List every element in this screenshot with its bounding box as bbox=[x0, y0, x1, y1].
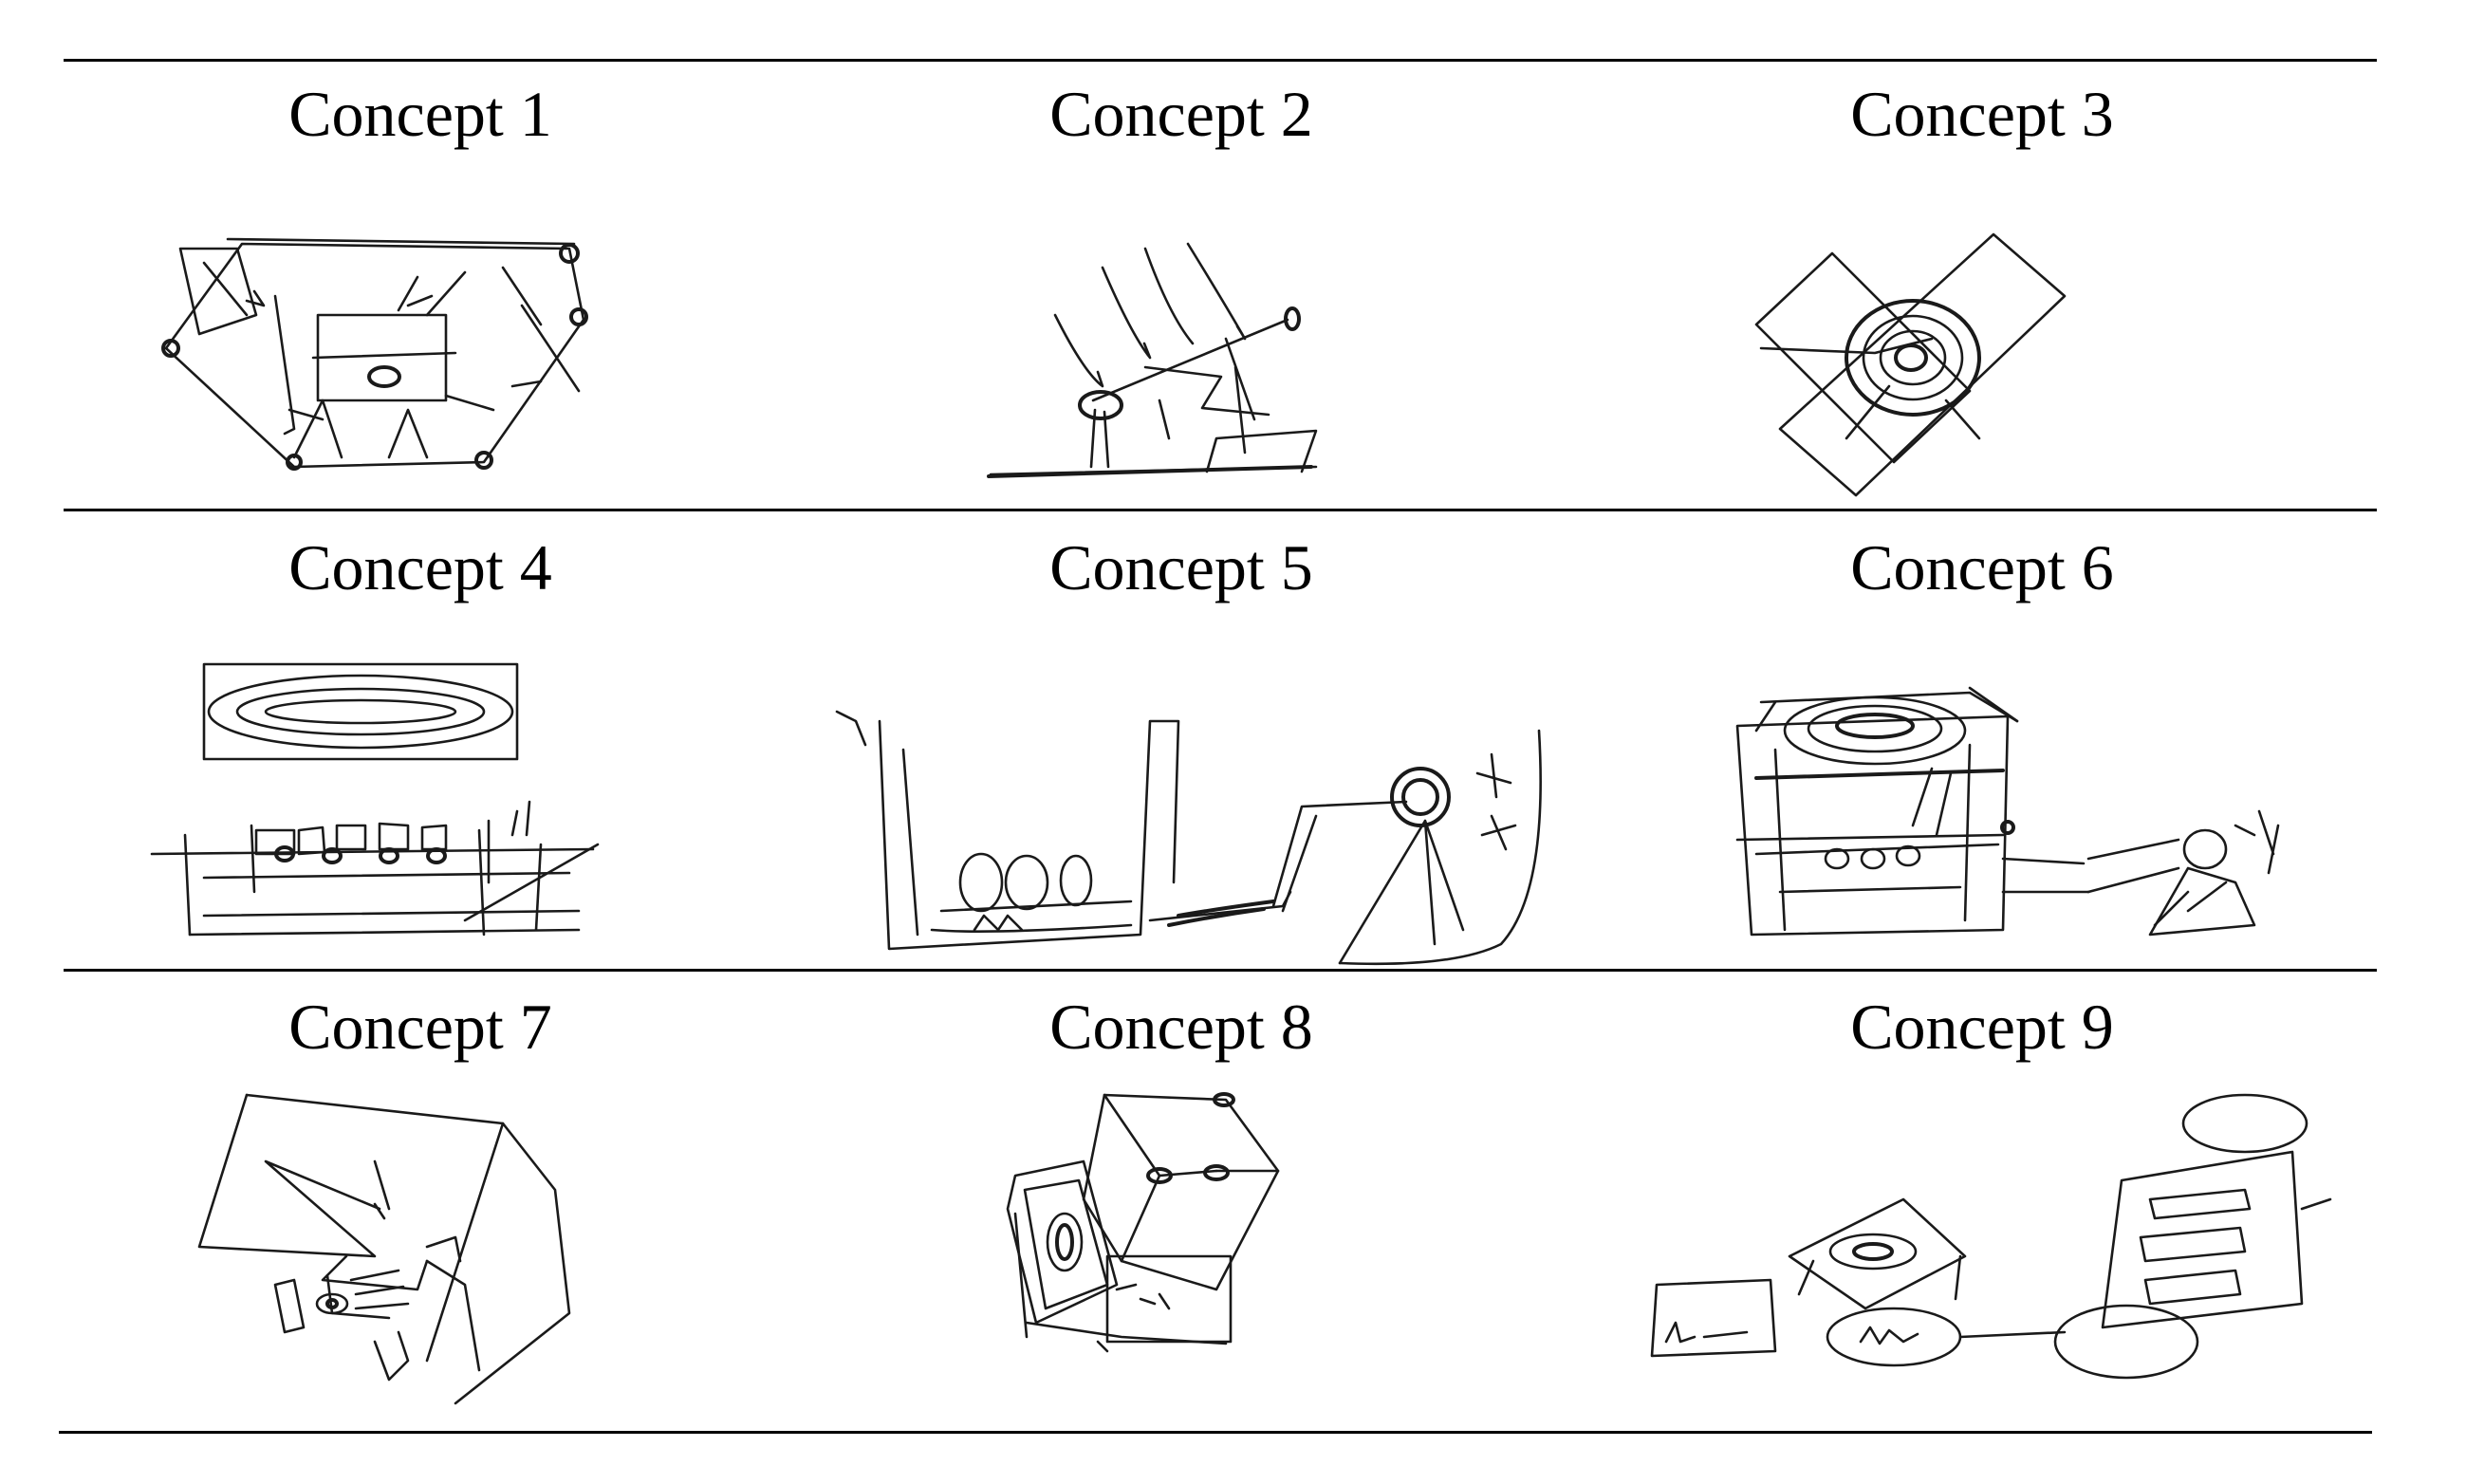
tank-and-lens-sketch-icon bbox=[770, 607, 1592, 968]
tilted-plane-sketch-icon bbox=[9, 1067, 831, 1427]
concept-title: Concept 3 bbox=[1571, 76, 2393, 152]
hexagonal-frame-sketch-icon bbox=[9, 154, 831, 514]
concept-title: Concept 7 bbox=[9, 989, 831, 1065]
concept-title: Concept 1 bbox=[9, 76, 831, 152]
concept-cell-8: Concept 8 bbox=[770, 972, 1592, 1427]
connected-modules-sketch-icon bbox=[1571, 1067, 2393, 1427]
concept-cell-4: Concept 4 bbox=[9, 512, 831, 968]
concept-title: Concept 5 bbox=[770, 529, 1592, 605]
concept-title: Concept 6 bbox=[1571, 529, 2393, 605]
concept-title: Concept 4 bbox=[9, 529, 831, 605]
concept-cell-9: Concept 9 bbox=[1571, 972, 2393, 1427]
concept-cell-3: Concept 3 bbox=[1571, 59, 2393, 514]
concept-cell-6: Concept 6 bbox=[1571, 512, 2393, 968]
concept-title: Concept 9 bbox=[1571, 989, 2393, 1065]
inclined-beam-sketch-icon bbox=[770, 154, 1592, 514]
folding-panels-sketch-icon bbox=[770, 1067, 1592, 1427]
tray-and-rack-sketch-icon bbox=[9, 607, 831, 968]
concept-title: Concept 8 bbox=[770, 989, 1592, 1065]
concept-cell-1: Concept 1 bbox=[9, 59, 831, 514]
box-with-disk-sketch-icon bbox=[1571, 607, 2393, 968]
crossed-panels-sketch-icon bbox=[1571, 154, 2393, 514]
concept-cell-7: Concept 7 bbox=[9, 972, 831, 1427]
bottom-rule bbox=[59, 1431, 2372, 1434]
concept-title: Concept 2 bbox=[770, 76, 1592, 152]
concept-cell-5: Concept 5 bbox=[770, 512, 1592, 968]
concept-cell-2: Concept 2 bbox=[770, 59, 1592, 514]
